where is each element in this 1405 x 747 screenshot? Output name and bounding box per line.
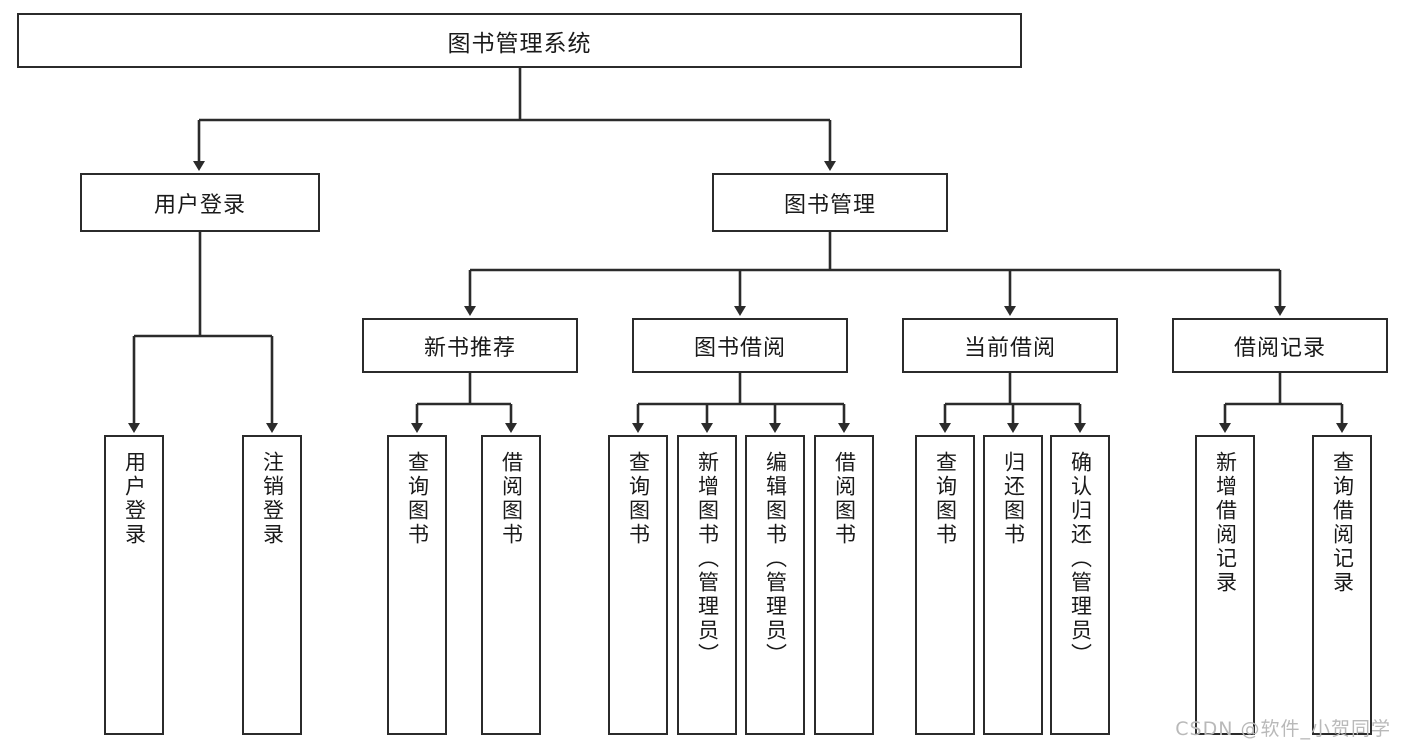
node-user-login[interactable]: 用户登录: [80, 173, 320, 232]
node-leaf-user-logout-label: 注销登录: [260, 451, 285, 547]
node-leaf-rec-query-book-label: 查询图书: [405, 451, 430, 547]
node-book-borrow[interactable]: 图书借阅: [632, 318, 848, 373]
node-book-manage[interactable]: 图书管理: [712, 173, 948, 232]
node-leaf-borrow-add-book-label: 新增图书（管理员）: [695, 451, 720, 667]
node-current-borrow[interactable]: 当前借阅: [902, 318, 1118, 373]
node-leaf-borrow-query-book[interactable]: 查询图书: [608, 435, 668, 735]
node-leaf-cur-confirm-return[interactable]: 确认归还（管理员）: [1050, 435, 1110, 735]
node-leaf-rec-add-record-label: 新增借阅记录: [1213, 451, 1238, 595]
node-leaf-cur-query-book[interactable]: 查询图书: [915, 435, 975, 735]
node-leaf-rec-query-record[interactable]: 查询借阅记录: [1312, 435, 1372, 735]
node-leaf-user-login-do[interactable]: 用户登录: [104, 435, 164, 735]
node-borrow-record-label: 借阅记录: [1233, 335, 1326, 361]
node-new-book-recommendation[interactable]: 新书推荐: [362, 318, 578, 373]
node-leaf-rec-borrow-book-label: 借阅图书: [499, 451, 524, 547]
node-user-login-label: 用户登录: [153, 192, 246, 218]
node-new-book-recommendation-label: 新书推荐: [423, 335, 516, 361]
node-leaf-rec-query-book[interactable]: 查询图书: [387, 435, 447, 735]
node-leaf-rec-query-record-label: 查询借阅记录: [1330, 451, 1355, 595]
node-current-borrow-label: 当前借阅: [963, 335, 1056, 361]
node-leaf-borrow-add-book[interactable]: 新增图书（管理员）: [677, 435, 737, 735]
node-leaf-cur-return-book-label: 归还图书: [1001, 451, 1026, 547]
node-leaf-user-login-do-label: 用户登录: [122, 451, 147, 547]
node-leaf-cur-return-book[interactable]: 归还图书: [983, 435, 1043, 735]
node-borrow-record[interactable]: 借阅记录: [1172, 318, 1388, 373]
node-root-system-label: 图书管理系统: [447, 30, 592, 57]
node-leaf-cur-confirm-return-label: 确认归还（管理员）: [1068, 451, 1093, 667]
node-book-borrow-label: 图书借阅: [693, 335, 786, 361]
node-leaf-borrow-borrow-book[interactable]: 借阅图书: [814, 435, 874, 735]
node-leaf-borrow-borrow-book-label: 借阅图书: [832, 451, 857, 547]
node-leaf-rec-add-record[interactable]: 新增借阅记录: [1195, 435, 1255, 735]
node-leaf-borrow-query-book-label: 查询图书: [626, 451, 651, 547]
node-leaf-borrow-edit-book-label: 编辑图书（管理员）: [763, 451, 788, 667]
node-leaf-borrow-edit-book[interactable]: 编辑图书（管理员）: [745, 435, 805, 735]
node-leaf-user-logout[interactable]: 注销登录: [242, 435, 302, 735]
node-leaf-rec-borrow-book[interactable]: 借阅图书: [481, 435, 541, 735]
node-root-system[interactable]: 图书管理系统: [17, 13, 1022, 68]
node-leaf-cur-query-book-label: 查询图书: [933, 451, 958, 547]
node-book-manage-label: 图书管理: [783, 192, 876, 218]
csdn-watermark: CSDN @软件_小贺同学: [1175, 718, 1391, 740]
